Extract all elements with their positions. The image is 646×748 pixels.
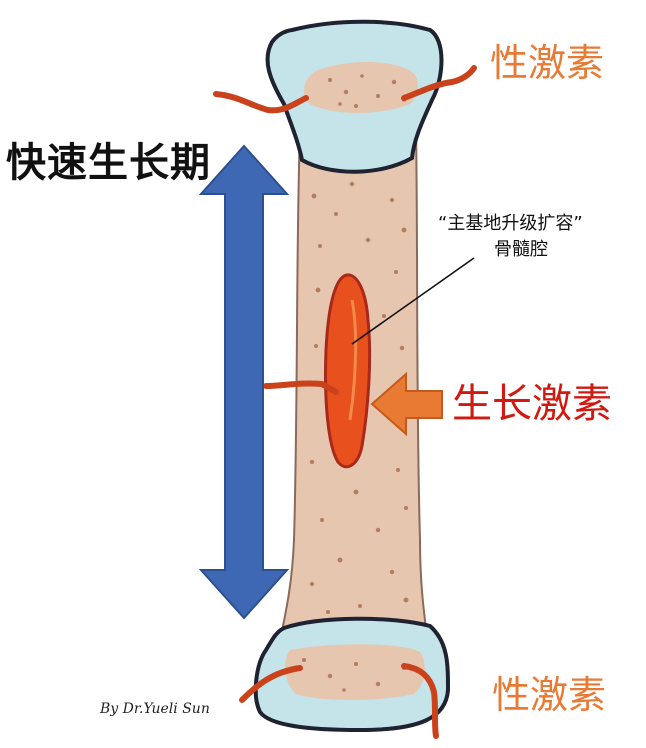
marrow-cavity-caption-line2: 骨髓腔: [494, 239, 548, 260]
marrow-cavity: [324, 273, 372, 469]
sex-hormone-label-bottom: 性激素: [492, 673, 607, 717]
growth-hormone-label: 生长激素: [452, 381, 612, 427]
bottom-spongy-bone: [285, 644, 425, 700]
marrow-highlight: [348, 299, 358, 421]
sex-hormone-label-top: 性激素: [490, 41, 605, 85]
blood-vessels: [213, 65, 477, 739]
author-credit: By Dr.Yueli Sun: [100, 701, 210, 717]
marrow-pointer-line: [351, 257, 475, 345]
bone-speckles: [302, 74, 409, 692]
rapid-growth-double-arrow: [198, 144, 290, 620]
marrow-cavity-caption-line1: “主基地升级扩容”: [438, 213, 583, 234]
rapid-growth-period-label: 快速生长期: [6, 140, 211, 186]
growth-hormone-arrow: [370, 371, 443, 437]
top-spongy-bone: [303, 61, 418, 113]
